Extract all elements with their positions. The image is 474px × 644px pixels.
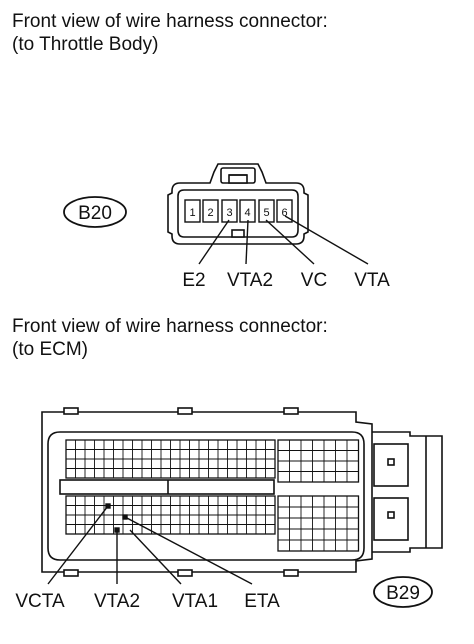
signal-label-vta1: VTA1 xyxy=(172,591,218,612)
throttle-body-caption-line2: (to Throttle Body) xyxy=(12,34,159,55)
svg-text:3: 3 xyxy=(226,207,232,219)
b20-signal-labels: E2 VTA2 VC VTA xyxy=(182,270,390,291)
b20-pin-6: 6 xyxy=(276,199,293,223)
b20-pin-2: 2 xyxy=(202,199,219,223)
signal-label-vc: VC xyxy=(301,270,327,291)
ecm-caption-line2: (to ECM) xyxy=(12,339,88,360)
b20-pin-row: 1 2 3 4 5 6 xyxy=(184,199,293,223)
svg-text:6: 6 xyxy=(281,207,287,219)
b20-pin-1: 1 xyxy=(184,199,201,223)
leader-vta xyxy=(284,215,369,265)
b29-connector-id-badge: B29 xyxy=(373,576,433,608)
svg-text:1: 1 xyxy=(189,207,195,219)
svg-text:5: 5 xyxy=(263,207,269,219)
ecm-pin-grid-upper-left xyxy=(65,439,276,479)
ecm-signal-labels: VCTA VTA2 VTA1 ETA xyxy=(15,591,280,612)
throttle-body-caption-line1: Front view of wire harness connector: xyxy=(12,11,328,32)
signal-label-eta: ETA xyxy=(244,591,280,612)
leader-e2 xyxy=(198,219,230,265)
signal-label-e2: E2 xyxy=(182,270,205,291)
ecm-leader-lines xyxy=(47,503,253,585)
leader-vta1 xyxy=(129,529,182,585)
leader-vta2 xyxy=(245,219,249,265)
signal-label-vta2: VTA2 xyxy=(227,270,273,291)
b20-pin-4: 4 xyxy=(239,199,256,223)
ecm-pin-grid-upper-right xyxy=(277,439,360,483)
leader-eta xyxy=(124,516,253,585)
ecm-caption: Front view of wire harness connector: (t… xyxy=(12,315,328,361)
pin-grid-frame xyxy=(277,495,360,552)
ecm-pin-grid-lower-left xyxy=(65,495,276,535)
svg-text:4: 4 xyxy=(244,207,250,219)
b29-connector-id: B29 xyxy=(386,583,420,604)
b20-leader-lines xyxy=(198,215,369,265)
throttle-body-caption: Front view of wire harness connector: (t… xyxy=(12,10,328,56)
b20-connector-id: B20 xyxy=(78,203,112,224)
svg-text:2: 2 xyxy=(207,207,213,219)
b20-connector-housing xyxy=(167,163,309,245)
signal-label-vta2-ecm: VTA2 xyxy=(94,591,140,612)
leader-vc xyxy=(265,219,315,265)
ecm-caption-line1: Front view of wire harness connector: xyxy=(12,316,328,337)
b20-pin-5: 5 xyxy=(258,199,275,223)
ecm-connector-housing xyxy=(41,407,443,577)
b20-connector-id-badge: B20 xyxy=(63,196,127,228)
signal-label-vcta: VCTA xyxy=(15,591,65,612)
leader-vcta xyxy=(47,505,109,585)
signal-label-vta: VTA xyxy=(354,270,390,291)
ecm-pin-grid-lower-right xyxy=(277,495,360,552)
b20-pin-3: 3 xyxy=(221,199,238,223)
